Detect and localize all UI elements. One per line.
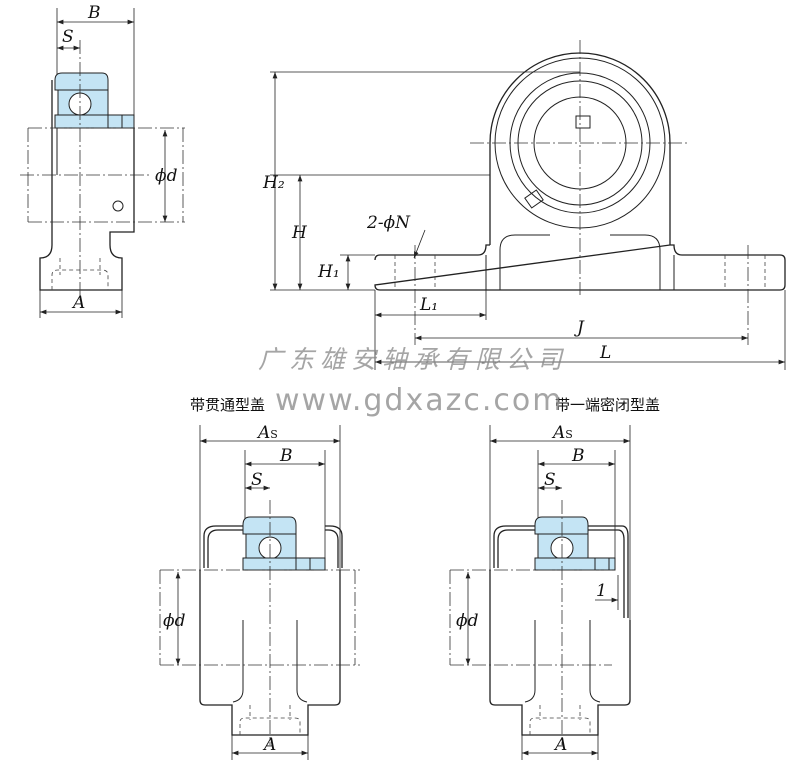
dim-s-label-2: S bbox=[251, 470, 263, 490]
dim-d-label-3: ϕd bbox=[456, 611, 479, 631]
dim-s-label-3: S bbox=[544, 470, 556, 490]
watermark-company: 广东雄安轴承有限公司 bbox=[258, 345, 568, 374]
dim-gap-label: 1 bbox=[596, 581, 607, 601]
dim-h1-label: H₁ bbox=[317, 262, 340, 282]
caption-through-cover: 带贯通型盖 bbox=[190, 396, 265, 414]
dim-b-label-3: B bbox=[571, 446, 585, 466]
caption-closed-cover: 带一端密闭型盖 bbox=[555, 396, 660, 414]
dim-b-label-2: B bbox=[279, 446, 293, 466]
dim-b-label: B bbox=[87, 3, 101, 23]
side-view: B S ϕd A bbox=[20, 3, 185, 318]
through-cover-view: 带贯通型盖 AS B S ϕd A bbox=[159, 396, 360, 760]
dim-h-label: H bbox=[291, 223, 308, 243]
dim-d-label: ϕd bbox=[155, 166, 178, 186]
watermark-website: www.gdxazc.com bbox=[275, 383, 563, 418]
closed-cover-view: 带一端密闭型盖 AS B S ϕd 1 A bbox=[449, 396, 660, 760]
dim-d-label-2: ϕd bbox=[163, 611, 186, 631]
dim-l1-label: L₁ bbox=[419, 295, 438, 315]
dim-a-label: A bbox=[71, 293, 85, 313]
dim-j-label: J bbox=[574, 318, 585, 338]
dim-h2-label: H₂ bbox=[262, 173, 285, 193]
dim-s-label: S bbox=[62, 27, 74, 47]
dim-a-label-3: A bbox=[553, 735, 567, 755]
dim-as-label: AS bbox=[256, 423, 278, 443]
front-view: H₂ H H₁ 2-ϕN L₁ J L bbox=[262, 40, 786, 370]
dim-l-label: L bbox=[599, 343, 611, 363]
dim-n-label: 2-ϕN bbox=[366, 213, 411, 233]
dim-as-label-3: AS bbox=[551, 423, 573, 443]
dim-a-label-2: A bbox=[262, 735, 276, 755]
